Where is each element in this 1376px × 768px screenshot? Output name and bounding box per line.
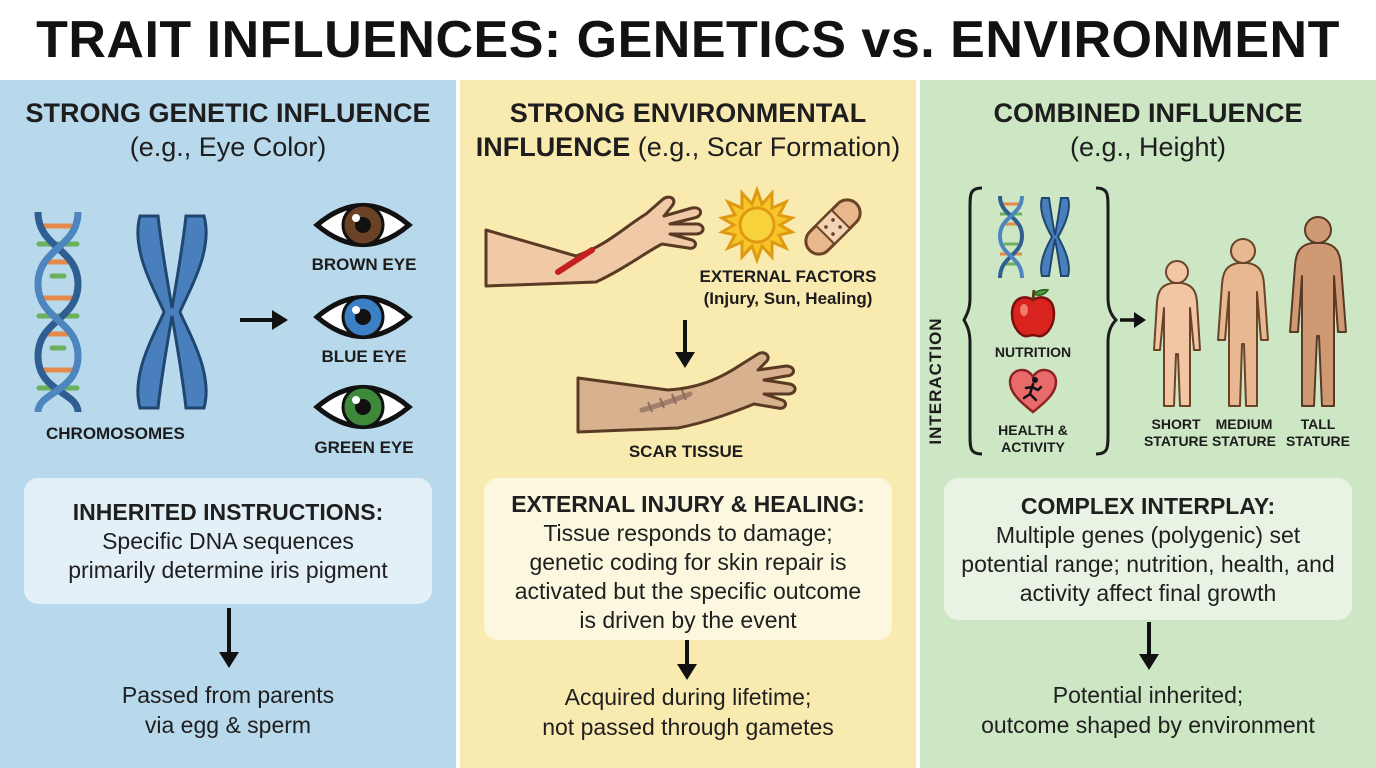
environmental-outcome-line2: not passed through gametes <box>542 714 834 740</box>
combined-outcome: Potential inherited; outcome shaped by e… <box>920 680 1376 740</box>
chromosome-icon <box>136 214 208 410</box>
right-arrow-icon <box>240 310 288 330</box>
environmental-heading-example: (e.g., Scar Formation) <box>637 132 901 162</box>
short-stature-label: SHORT STATURE <box>1138 416 1214 450</box>
tall-stature-figure-icon <box>1289 216 1347 407</box>
external-injury-box: EXTERNAL INJURY & HEALING: Tissue respon… <box>484 478 892 640</box>
inherited-instructions-text: Specific DNA sequences primarily determi… <box>68 528 388 583</box>
combined-heading: COMBINED INFLUENCE (e.g., Height) <box>920 96 1376 164</box>
short-stature-line1: SHORT <box>1151 416 1201 432</box>
down-arrow-icon <box>1139 622 1159 670</box>
environmental-heading: STRONG ENVIRONMENTAL INFLUENCE (e.g., Sc… <box>460 96 916 164</box>
sun-icon <box>717 185 797 265</box>
external-factors-line2: (Injury, Sun, Healing) <box>703 289 873 308</box>
brown-eye-icon <box>313 203 413 247</box>
bandage-icon <box>804 198 862 256</box>
right-arrow-icon <box>1120 312 1146 328</box>
environmental-heading-bold-1: STRONG ENVIRONMENTAL <box>509 98 867 128</box>
blue-eye-icon <box>313 295 413 339</box>
genetic-heading-example: (e.g., Eye Color) <box>129 132 327 162</box>
down-arrow-icon <box>219 608 239 668</box>
down-arrow-icon <box>675 320 695 368</box>
page-title: TRAIT INFLUENCES: GENETICS vs. ENVIRONME… <box>36 11 1340 69</box>
external-factors-line1: EXTERNAL FACTORS <box>699 267 877 286</box>
dna-helix-icon <box>997 195 1025 279</box>
chromosome-icon <box>1040 197 1070 277</box>
health-label-line2: ACTIVITY <box>1001 439 1065 455</box>
medium-stature-line1: MEDIUM <box>1215 416 1273 432</box>
genetic-influence-panel: STRONG GENETIC INFLUENCE (e.g., Eye Colo… <box>0 80 456 768</box>
medium-stature-label: MEDIUM STATURE <box>1206 416 1282 450</box>
down-arrow-icon <box>677 640 697 680</box>
inherited-instructions-box: INHERITED INSTRUCTIONS: Specific DNA seq… <box>24 478 432 604</box>
external-injury-title: EXTERNAL INJURY & HEALING: <box>511 491 865 517</box>
green-eye-label: GREEN EYE <box>314 438 414 457</box>
short-stature-line2: STATURE <box>1143 433 1209 449</box>
tall-stature-label: TALL STATURE <box>1280 416 1356 450</box>
brown-eye-label: BROWN EYE <box>311 255 417 274</box>
environmental-influence-panel: STRONG ENVIRONMENTAL INFLUENCE (e.g., Sc… <box>460 80 916 768</box>
genetic-outcome-line1: Passed from parents <box>121 682 335 708</box>
genetic-outcome-line2: via egg & sperm <box>144 712 312 738</box>
combined-outcome-line1: Potential inherited; <box>1052 682 1244 708</box>
panel-divider <box>456 80 460 768</box>
injured-arm-icon <box>484 195 705 288</box>
combined-influence-panel: COMBINED INFLUENCE (e.g., Height) INTERA… <box>920 80 1376 768</box>
complex-interplay-title: COMPLEX INTERPLAY: <box>1020 493 1276 519</box>
healed-arm-icon <box>576 351 797 434</box>
chromosomes-label: CHROMOSOMES <box>46 424 185 443</box>
genetic-heading: STRONG GENETIC INFLUENCE (e.g., Eye Colo… <box>0 96 456 164</box>
genetic-outcome: Passed from parents via egg & sperm <box>0 680 456 740</box>
inherited-instructions-title: INHERITED INSTRUCTIONS: <box>72 499 384 525</box>
apple-icon <box>1010 288 1056 338</box>
heart-activity-icon <box>1008 368 1058 414</box>
combined-heading-bold: COMBINED INFLUENCE <box>993 98 1303 128</box>
tall-stature-line1: TALL <box>1300 416 1336 432</box>
combined-heading-example: (e.g., Height) <box>1069 132 1227 162</box>
external-injury-text: Tissue responds to damage; genetic codin… <box>514 520 862 633</box>
health-activity-label: HEALTH & ACTIVITY <box>988 422 1078 456</box>
interaction-bracket <box>962 186 1119 456</box>
medium-stature-line2: STATURE <box>1211 433 1277 449</box>
environmental-outcome-line1: Acquired during lifetime; <box>564 684 812 710</box>
scar-tissue-label: SCAR TISSUE <box>628 442 744 461</box>
blue-eye-label: BLUE EYE <box>321 347 407 366</box>
health-label-line1: HEALTH & <box>998 422 1068 438</box>
external-factors-label: EXTERNAL FACTORS (Injury, Sun, Healing) <box>682 266 894 310</box>
combined-outcome-line2: outcome shaped by environment <box>981 712 1315 738</box>
genetic-heading-bold: STRONG GENETIC INFLUENCE <box>25 98 431 128</box>
tall-stature-line2: STATURE <box>1285 433 1351 449</box>
panel-divider <box>916 80 920 768</box>
short-stature-figure-icon <box>1153 260 1201 407</box>
green-eye-icon <box>313 385 413 429</box>
complex-interplay-box: COMPLEX INTERPLAY: Multiple genes (polyg… <box>944 478 1352 620</box>
environmental-heading-bold-2: INFLUENCE <box>475 132 631 162</box>
medium-stature-figure-icon <box>1217 238 1269 407</box>
interaction-label: INTERACTION <box>926 317 945 445</box>
nutrition-label: NUTRITION <box>994 344 1072 360</box>
environmental-outcome: Acquired during lifetime; not passed thr… <box>460 682 916 742</box>
dna-helix-icon <box>34 211 82 413</box>
complex-interplay-text: Multiple genes (polygenic) set potential… <box>961 522 1335 606</box>
